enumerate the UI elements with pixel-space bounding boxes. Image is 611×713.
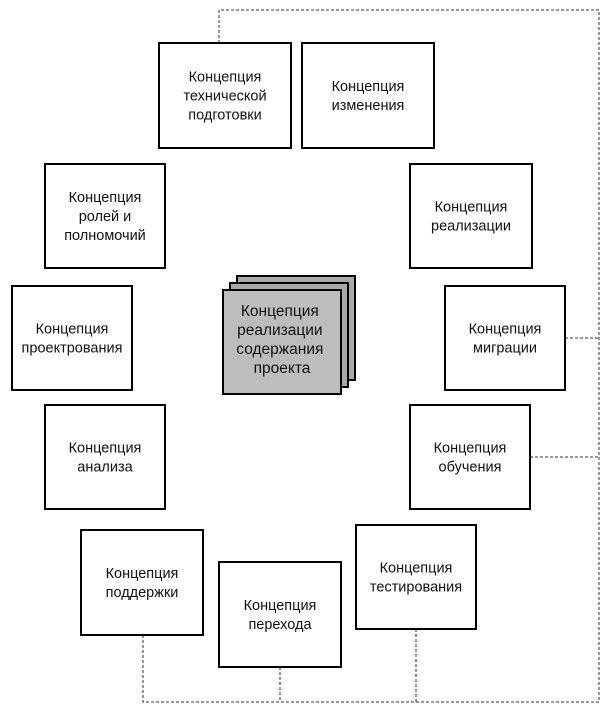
concept-box <box>44 163 166 269</box>
concept-box <box>80 529 204 636</box>
concept-label-line: перехода <box>248 617 312 633</box>
concept-label-line: Концепция <box>244 598 317 614</box>
dashed-connectors <box>142 9 600 703</box>
concept-label-line: технической <box>183 89 266 105</box>
concept-label-line: Концепция <box>435 200 508 216</box>
concept-label: Концепция проектрования <box>22 322 123 357</box>
center-label-line: реализации <box>237 322 323 339</box>
concept-label: Концепция перехода <box>244 598 317 633</box>
concept-label-line: ролей и <box>79 209 132 225</box>
concept-box <box>409 404 531 510</box>
concept-box <box>11 285 133 391</box>
concept-migration: Концепция миграции <box>444 285 566 391</box>
concept-label-line: Концепция <box>434 441 507 457</box>
center-label-line: Концепция <box>241 303 319 320</box>
connector-outer-loop <box>142 9 600 703</box>
concept-label-line: Концепция <box>36 322 109 338</box>
concept-label-line: поддержки <box>106 585 179 601</box>
concept-label: Концепция реализации <box>431 200 511 235</box>
concept-label: Концепция миграции <box>469 322 542 357</box>
concept-box <box>444 285 566 391</box>
concept-label: Концепция анализа <box>69 441 142 476</box>
concept-training: Концепция обучения <box>409 404 531 510</box>
concept-label-line: изменения <box>332 98 405 114</box>
concept-label-line: полномочий <box>64 228 146 244</box>
concept-label-line: анализа <box>77 460 133 476</box>
concept-box <box>158 42 292 149</box>
center-label-line: содержания <box>236 341 323 358</box>
concept-label-line: реализации <box>431 219 511 235</box>
concept-label: Концепция ролей и полномочий <box>64 190 146 244</box>
concept-label-line: Концепция <box>69 190 142 206</box>
concept-tech-prep: Концепция технической подготовки <box>158 42 292 149</box>
concept-box <box>44 404 166 510</box>
concept-label: Концепция тестирования <box>370 561 462 596</box>
concept-label-line: тестирования <box>370 580 462 596</box>
concept-label: Концепция изменения <box>332 79 405 114</box>
concept-label-line: проектрования <box>22 341 123 357</box>
concept-realization: Концепция реализации <box>409 163 533 269</box>
concept-testing: Концепция тестирования <box>355 524 477 630</box>
concept-box <box>301 42 435 149</box>
concept-label-line: Концепция <box>380 561 453 577</box>
concept-label-line: Концепция <box>106 566 179 582</box>
concept-support: Концепция поддержки <box>80 529 204 636</box>
concept-label-line: подготовки <box>188 108 261 124</box>
concept-analysis: Концепция анализа <box>44 404 166 510</box>
concept-box <box>218 561 342 668</box>
concept-label-line: Концепция <box>332 79 405 95</box>
concept-label-line: миграции <box>473 341 537 357</box>
concept-design: Концепция проектрования <box>11 285 133 391</box>
center-box <box>222 289 342 395</box>
concept-transition: Концепция перехода <box>218 561 342 668</box>
center-label: Концепция реализации содержания проекта <box>236 303 327 377</box>
concept-roles: Концепция ролей и полномочий <box>44 163 166 269</box>
concept-label: Концепция поддержки <box>106 566 179 601</box>
concept-label: Концепция обучения <box>434 441 507 476</box>
concept-change: Концепция изменения <box>301 42 435 149</box>
concept-label-line: Концепция <box>469 322 542 338</box>
center-label-line: проекта <box>254 360 311 377</box>
concept-label-line: обучения <box>439 460 502 476</box>
concept-box <box>355 524 477 630</box>
center-concept: Концепция реализации содержания проекта <box>222 275 356 395</box>
concept-box <box>409 163 533 269</box>
concept-label-line: Концепция <box>189 70 262 86</box>
concept-label: Концепция технической подготовки <box>183 70 266 124</box>
concept-label-line: Концепция <box>69 441 142 457</box>
